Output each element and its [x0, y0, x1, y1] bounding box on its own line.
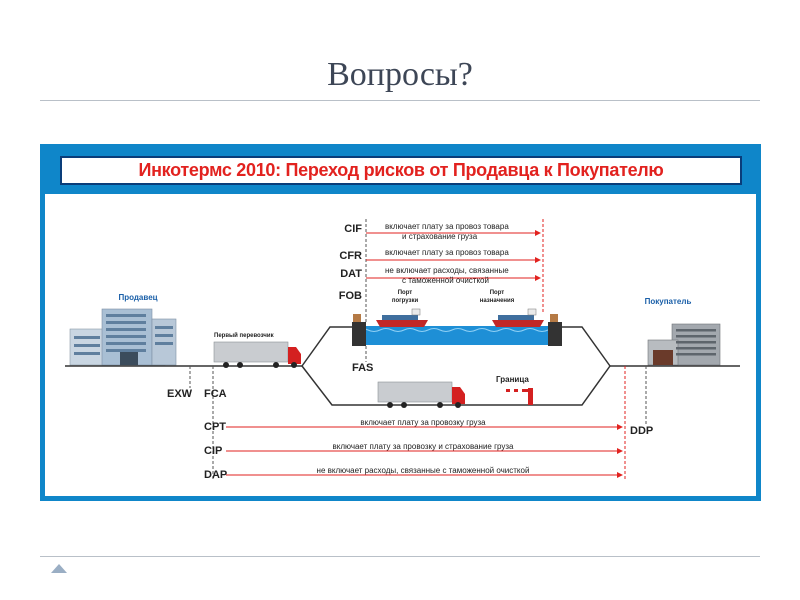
dat-note-1: не включает расходы, связанные [385, 266, 509, 275]
term-cfr: CFR [339, 250, 362, 262]
diagram-banner: Инкотермс 2010: Переход рисков от Продав… [60, 156, 742, 185]
cip-note: включает плату за провозку и страхование… [332, 442, 514, 451]
ship-destination-icon [492, 308, 544, 327]
term-dat: DAT [340, 268, 362, 280]
cif-note-1: включает плату за провоз товара [385, 222, 509, 231]
seller-label: Продавец [118, 293, 157, 302]
term-fca: FCA [204, 388, 227, 400]
sea-icon [356, 326, 558, 345]
first-carrier-label: Первый перевозчик [214, 332, 274, 339]
nav-up-icon[interactable] [50, 562, 68, 574]
port-loading-label-2: погрузки [392, 298, 419, 304]
incoterms-diagram: Инкотермс 2010: Переход рисков от Продав… [40, 144, 761, 501]
border-barrier-icon [506, 388, 533, 405]
dap-note: не включает расходы, связанные с таможен… [317, 466, 530, 475]
diagram-drawing: Продавец Покупатель [65, 219, 740, 481]
port-loading-label-1: Порт [398, 290, 413, 296]
border-label: Граница [496, 375, 529, 384]
term-ddp: DDP [630, 425, 653, 437]
wave-icon [355, 328, 559, 332]
cpt-note: включает плату за провозку груза [360, 418, 486, 427]
cargo-box-icon [550, 314, 558, 322]
buyer-label: Покупатель [645, 297, 692, 306]
route-sea-left [301, 326, 355, 367]
term-dap: DAP [204, 469, 227, 481]
term-cif: CIF [344, 223, 362, 235]
truck-first-carrier-icon [213, 341, 301, 368]
buyer-building-icon [647, 323, 721, 366]
dat-note-2: с таможенной очисткой [402, 276, 489, 285]
truck-land-icon [377, 381, 465, 408]
cfr-note: включает плату за провоз товара [385, 248, 509, 257]
term-cpt: CPT [204, 421, 226, 433]
title-divider [40, 100, 760, 101]
pier-left-icon [352, 322, 366, 346]
cif-note-2: и страхование груза [402, 232, 478, 241]
term-fob: FOB [339, 290, 362, 302]
route-sea-right [558, 326, 611, 367]
pier-right-icon [548, 322, 562, 346]
slide-title: Вопросы? [327, 56, 473, 93]
seller-building-icon [69, 308, 177, 366]
diagram-title: Инкотермс 2010: Переход рисков от Продав… [138, 160, 664, 180]
cargo-box-icon [353, 314, 361, 322]
port-destination-label-1: Порт [490, 290, 505, 296]
term-cip: CIP [204, 445, 222, 457]
footer-divider [40, 556, 760, 557]
port-destination-label-2: назначения [480, 298, 515, 304]
term-fas: FAS [352, 362, 373, 374]
ship-loading-icon [376, 308, 428, 327]
term-exw: EXW [167, 388, 193, 400]
